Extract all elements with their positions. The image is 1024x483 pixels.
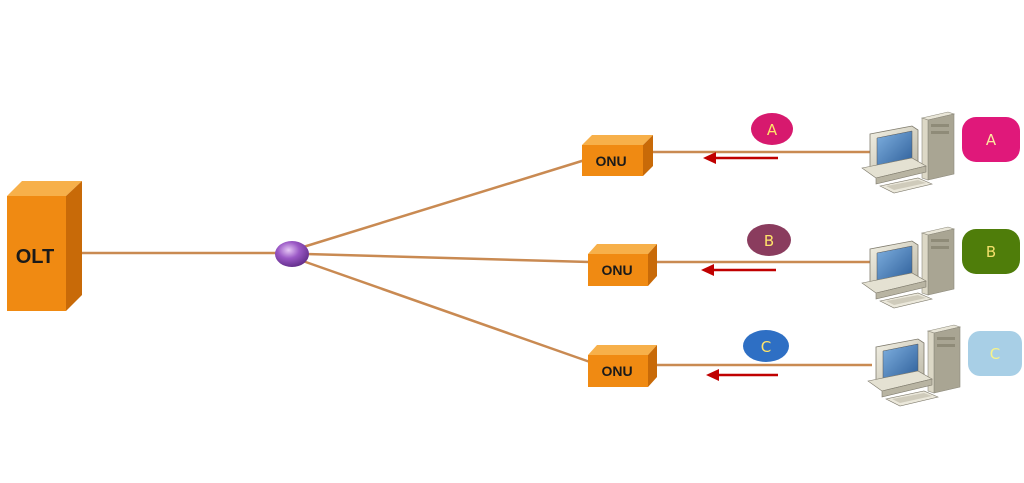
splitter-icon: [275, 241, 309, 267]
computer-icon: [867, 324, 961, 407]
onu-box-c: ONU: [588, 345, 657, 387]
olt-box: OLT: [7, 181, 82, 311]
fiber-splitter-onu-a: [299, 158, 586, 250]
user-badge-a: A: [962, 117, 1020, 162]
user-badge-c: C: [968, 331, 1022, 376]
fiber-splitter-onu-c: [299, 258, 591, 364]
onu-label-a: ONU: [595, 153, 626, 169]
message-label-b: B: [764, 232, 774, 250]
upstream-arrow-icon: [701, 264, 776, 276]
user-label-a: A: [986, 131, 997, 149]
message-label-a: A: [767, 121, 778, 139]
message-badge-c: C: [743, 330, 789, 362]
onu-box-b: ONU: [588, 244, 657, 286]
onu-label-b: ONU: [601, 262, 632, 278]
message-label-c: C: [761, 338, 771, 356]
computer-icon: [861, 226, 955, 309]
upstream-arrow-icon: [703, 152, 778, 164]
olt-label: OLT: [16, 246, 55, 268]
onu-box-a: ONU: [582, 135, 653, 176]
onu-label-c: ONU: [601, 363, 632, 379]
computer-icon: [861, 111, 955, 194]
message-badge-b: B: [747, 224, 791, 256]
message-badge-a: A: [751, 113, 793, 145]
user-label-c: C: [990, 345, 1000, 363]
user-badge-b: B: [962, 229, 1020, 274]
upstream-arrow-icon: [706, 369, 778, 381]
fiber-splitter-onu-b: [305, 252, 591, 264]
user-label-b: B: [986, 243, 996, 261]
